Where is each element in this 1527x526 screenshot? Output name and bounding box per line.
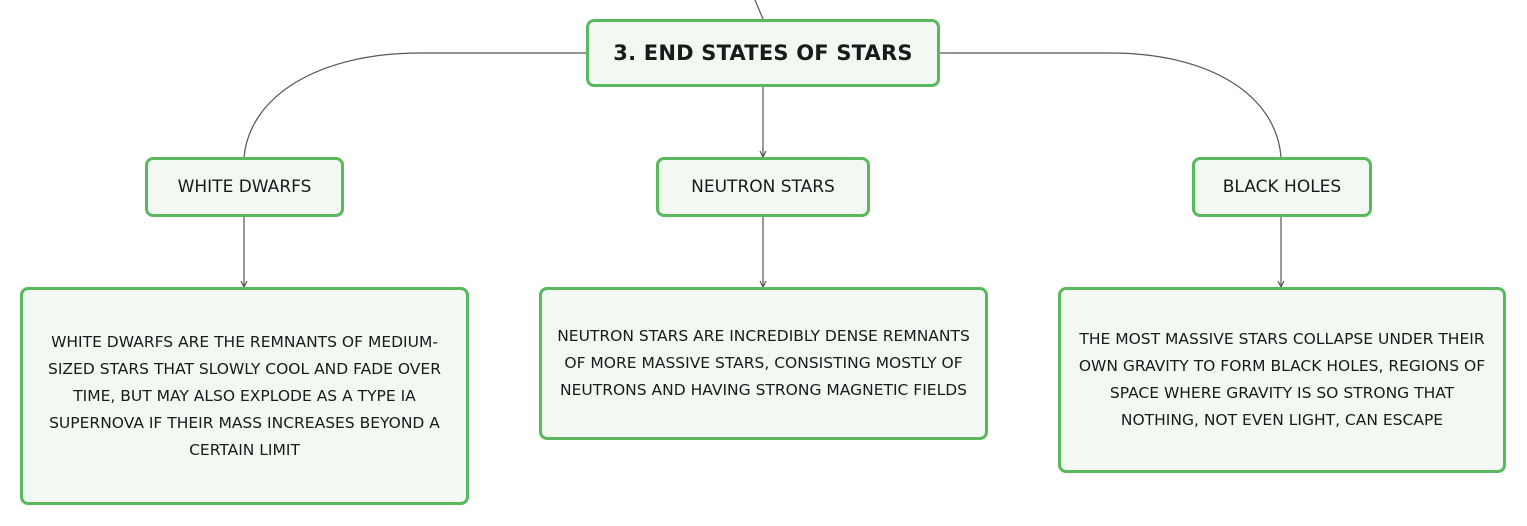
topic-node-white-dwarfs[interactable]: WHITE DWARFS <box>145 157 344 217</box>
topic-node-label: NEUTRON STARS <box>691 177 835 197</box>
description-node-neutron-stars[interactable]: NEUTRON STARS ARE INCREDIBLY DENSE REMNA… <box>539 287 988 440</box>
root-node[interactable]: 3. END STATES OF STARS <box>586 19 940 87</box>
topic-node-neutron-stars[interactable]: NEUTRON STARS <box>656 157 870 217</box>
root-node-label: 3. END STATES OF STARS <box>613 41 913 65</box>
topic-node-label: BLACK HOLES <box>1222 177 1342 197</box>
connector-root-black-holes <box>940 52 1282 158</box>
incoming-connector <box>754 0 764 20</box>
description-text: WHITE DWARFS ARE THE REMNANTS OF MEDIUM-… <box>48 332 441 459</box>
topic-node-label: WHITE DWARFS <box>177 177 312 197</box>
description-node-white-dwarfs[interactable]: WHITE DWARFS ARE THE REMNANTS OF MEDIUM-… <box>20 287 469 505</box>
connector-root-white-dwarfs <box>243 52 586 158</box>
description-text: NEUTRON STARS ARE INCREDIBLY DENSE REMNA… <box>557 327 970 399</box>
description-text: THE MOST MASSIVE STARS COLLAPSE UNDER TH… <box>1078 330 1486 429</box>
topic-node-black-holes[interactable]: BLACK HOLES <box>1192 157 1372 217</box>
description-node-black-holes[interactable]: THE MOST MASSIVE STARS COLLAPSE UNDER TH… <box>1058 287 1506 473</box>
